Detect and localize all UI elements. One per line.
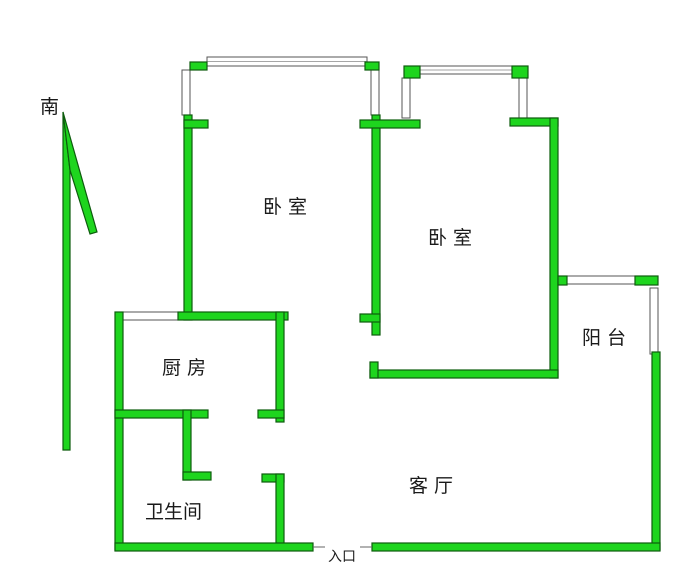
- room-label-bedroom-right: 卧 室: [428, 227, 472, 249]
- wall: [403, 65, 421, 79]
- wall: [369, 361, 379, 379]
- room-label-balcony: 阳 台: [582, 327, 626, 349]
- wall: [364, 61, 380, 71]
- window-right-bedroom-east: [518, 77, 528, 119]
- wall: [371, 542, 661, 552]
- window-left-bedroom-east: [370, 69, 380, 116]
- wall: [651, 351, 661, 551]
- room-label-bedroom-left: 卧 室: [263, 196, 307, 218]
- room-label-bathroom: 卫生间: [145, 501, 202, 523]
- wall: [634, 275, 659, 286]
- entrance-label: 入口: [328, 549, 356, 565]
- window-right-bedroom-west: [401, 77, 411, 119]
- wall: [114, 409, 209, 419]
- room-label-kitchen: 厨 房: [162, 357, 206, 379]
- wall: [371, 114, 381, 336]
- window-balcony-side: [649, 287, 659, 355]
- wall: [275, 473, 285, 551]
- wall: [183, 119, 209, 129]
- wall: [182, 471, 212, 481]
- wall: [177, 311, 289, 321]
- wall: [114, 542, 314, 552]
- wall: [182, 409, 192, 481]
- entrance: 入口: [313, 546, 372, 565]
- wall: [557, 275, 568, 286]
- wall: [359, 313, 381, 323]
- room-label-living-room: 客 厅: [409, 475, 453, 497]
- compass-arrow-head: [62, 111, 98, 235]
- compass: 南: [40, 96, 98, 451]
- wall: [189, 61, 208, 71]
- wall: [511, 65, 529, 79]
- wall: [549, 117, 559, 379]
- room-labels: 卧 室 卧 室 阳 台 厨 房 卫生间 客 厅: [145, 196, 626, 523]
- wall: [257, 409, 285, 419]
- window-balcony-top: [566, 275, 636, 285]
- wall: [114, 311, 124, 551]
- wall: [359, 119, 421, 129]
- window-kitchen: [121, 311, 179, 321]
- wall: [183, 114, 193, 321]
- walls: [114, 61, 661, 552]
- wall: [275, 311, 285, 423]
- wall: [369, 369, 559, 379]
- windows: [121, 56, 659, 355]
- compass-label: 南: [40, 96, 59, 118]
- window-left-bedroom-west: [181, 69, 191, 116]
